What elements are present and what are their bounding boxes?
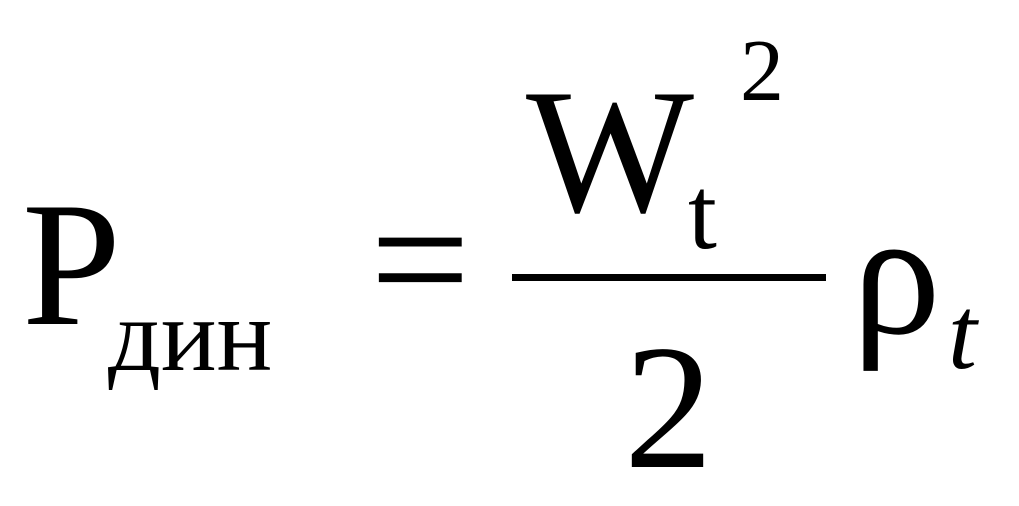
density-subscript: t	[948, 276, 977, 391]
dynamic-pressure-formula: P дин = W t 2 2 ρ t	[22, 23, 977, 497]
velocity-symbol: W	[526, 52, 695, 250]
pressure-subscript: дин	[108, 278, 273, 393]
density-symbol: ρ	[852, 174, 941, 372]
fraction-bar	[512, 274, 826, 281]
denominator: 2	[624, 308, 713, 506]
equals-sign: =	[370, 160, 471, 358]
velocity-exponent: 2	[740, 23, 784, 120]
velocity-subscript: t	[688, 156, 717, 271]
pressure-symbol: P	[22, 165, 121, 363]
